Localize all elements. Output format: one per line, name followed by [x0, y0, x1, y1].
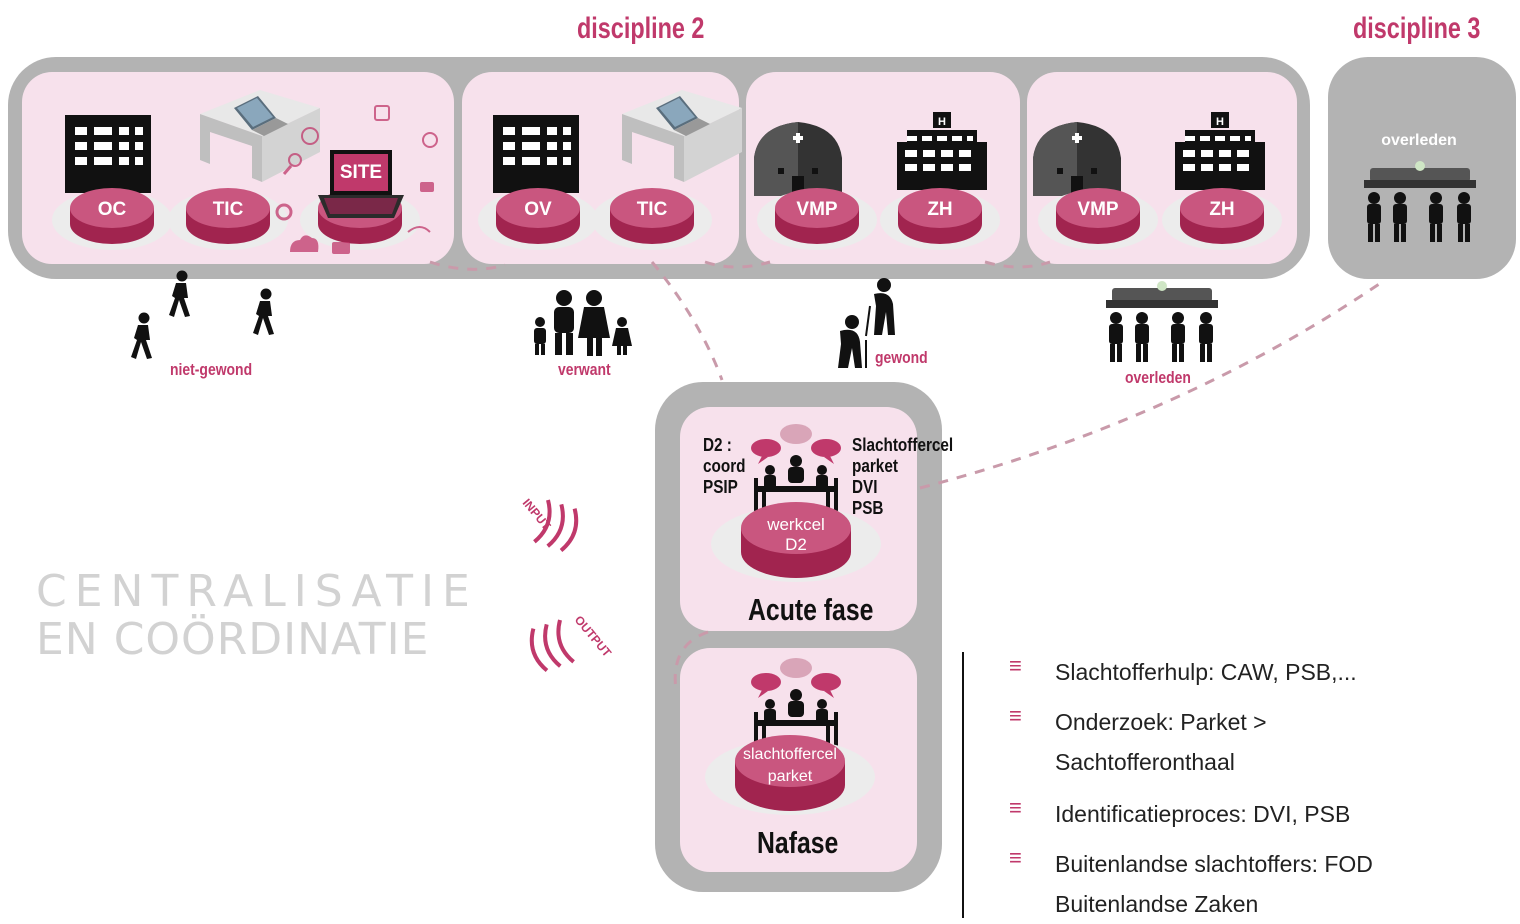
zh-label-2: ZH [1209, 199, 1234, 220]
tic-label-1: TIC [213, 199, 244, 220]
acute-right-line-2: parket [852, 456, 898, 476]
list-bullet-icon: ≡ [1009, 703, 1022, 728]
walking-person-icons [131, 270, 274, 359]
coordinatie-title: EN COÖRDINATIE [36, 614, 430, 665]
discipline-3-title: discipline 3 [1353, 12, 1481, 45]
discipline-3-overleden-label: overleden [1381, 132, 1457, 149]
nafase-phase-label: Nafase [757, 825, 839, 860]
acute-left-text: D2 : coord PSIP [703, 435, 746, 498]
list-bullet-icon: ≡ [1009, 653, 1022, 678]
list-item: ≡ Buitenlandse slachtoffers: FOD Buitenl… [1009, 844, 1373, 924]
acute-left-line-2: coord [703, 456, 746, 476]
acute-right-line-4: PSB [852, 498, 884, 518]
acute-right-line-3: DVI [852, 477, 878, 497]
laptop-icon [318, 150, 404, 218]
list-item-line: Buitenlandse slachtoffers: FOD [1055, 851, 1373, 877]
office-building-icon-2 [493, 115, 579, 193]
meeting-icon-nafase [751, 658, 841, 748]
werkcel-label-1: werkcel [766, 515, 825, 534]
decorative-icons [275, 105, 438, 254]
list-item-line: Slachtofferhulp: CAW, PSB,... [1055, 659, 1357, 685]
verwant-label: verwant [558, 360, 611, 379]
list-bullet-icon: ≡ [1009, 795, 1022, 820]
overleden-label: overleden [1125, 368, 1191, 387]
centralisatie-title: CENTRALISATIE [36, 566, 478, 617]
desk-laptop-icon-2 [622, 90, 742, 182]
slachtoffercel-label-2: parket [768, 768, 813, 785]
hospital-icon-2 [1175, 112, 1265, 190]
output-arcs-icon [524, 618, 576, 675]
output-label: OUTPUT [572, 613, 615, 660]
werkcel-label-2: D2 [785, 535, 807, 554]
dashed-connectors [429, 260, 1386, 691]
vmp-label-2: VMP [1077, 199, 1119, 220]
list-item-line: Sachtofferonthaal [1055, 749, 1235, 775]
responsibility-list: ≡ Slachtofferhulp: CAW, PSB,... ≡ Onderz… [1009, 652, 1495, 920]
acute-right-text: Slachtoffercel parket DVI PSB [852, 435, 953, 519]
office-building-icon [65, 115, 151, 193]
list-item-line: Identificatieproces: DVI, PSB [1055, 801, 1351, 827]
meeting-icon-acute [751, 424, 841, 514]
acute-phase-label: Acute fase [748, 592, 874, 627]
oc-label: OC [98, 199, 127, 220]
list-bullet-icon: ≡ [1009, 845, 1022, 870]
gewond-label: gewond [875, 348, 928, 367]
family-icon [534, 290, 632, 356]
elderly-people-icon [838, 278, 895, 368]
medical-tent-icon-2 [1033, 122, 1121, 196]
list-item-line: Buitenlandse Zaken [1055, 891, 1259, 917]
niet-gewond-label: niet-gewond [170, 360, 253, 379]
slachtoffercel-label-1: slachtoffercel [743, 746, 837, 763]
list-item-line: Onderzoek: Parket > [1055, 709, 1267, 735]
list-item: ≡ Identificatieproces: DVI, PSB [1009, 794, 1351, 834]
vmp-label-1: VMP [796, 199, 838, 220]
list-item: ≡ Onderzoek: Parket > Sachtofferonthaal [1009, 702, 1267, 782]
coffin-carriers-icon-2 [1106, 281, 1218, 362]
acute-left-line-1: D2 : [703, 435, 732, 455]
zh-label-1: ZH [927, 199, 952, 220]
site-label: SITE [340, 162, 382, 183]
acute-left-line-3: PSIP [703, 477, 738, 497]
acute-right-line-1: Slachtoffercel [852, 435, 954, 455]
ov-label: OV [524, 199, 552, 220]
coffin-carriers-icon [1364, 161, 1476, 242]
medical-tent-icon [754, 122, 842, 196]
discipline-2-title: discipline 2 [577, 12, 705, 45]
hospital-icon [897, 112, 987, 190]
tic-label-2: TIC [637, 199, 668, 220]
list-item: ≡ Slachtofferhulp: CAW, PSB,... [1009, 652, 1357, 692]
